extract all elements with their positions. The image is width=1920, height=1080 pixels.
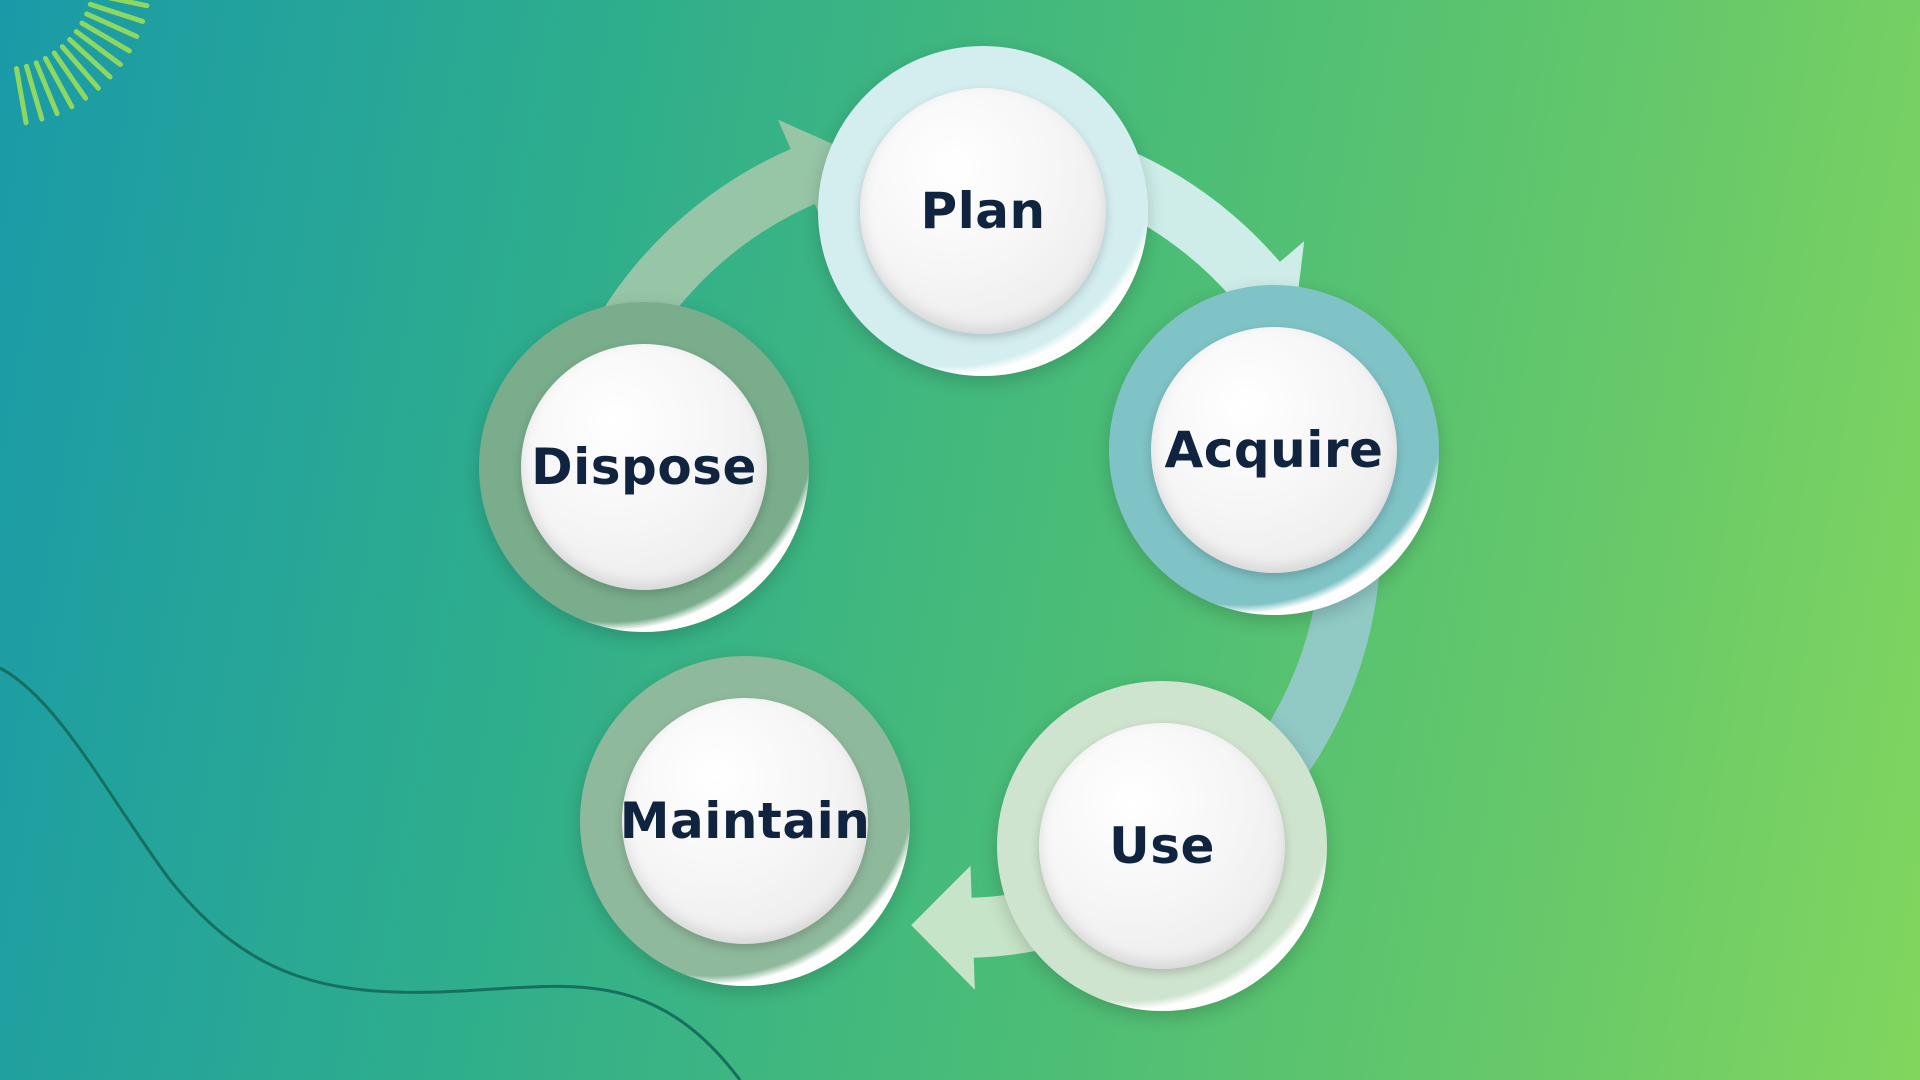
decor-wave-line — [0, 666, 742, 1080]
stage-dispose-disc: Dispose — [521, 344, 767, 590]
stage-use: Use — [997, 681, 1327, 1011]
decor-stripe — [59, 44, 101, 91]
decor-stripe — [73, 29, 123, 67]
stage-maintain-label: Maintain — [619, 792, 871, 850]
decor-stripe — [42, 55, 75, 110]
stage-use-label: Use — [1109, 817, 1215, 875]
stage-acquire: Acquire — [1109, 285, 1439, 615]
decor-stripe — [79, 20, 132, 54]
stage-plan-label: Plan — [920, 182, 1046, 240]
stage-dispose-label: Dispose — [531, 438, 757, 496]
decor-stripe — [87, 1, 146, 24]
decor-stripe — [51, 50, 89, 101]
stage-acquire-label: Acquire — [1164, 421, 1384, 479]
stage-maintain: Maintain — [580, 656, 910, 986]
stage-use-disc: Use — [1039, 723, 1285, 969]
stage-plan: Plan — [818, 46, 1148, 376]
stage-plan-disc: Plan — [860, 88, 1106, 334]
decor-stripe — [33, 60, 60, 117]
decor-stripe — [107, 0, 150, 9]
stage-acquire-disc: Acquire — [1151, 327, 1397, 573]
stage-dispose: Dispose — [479, 302, 809, 632]
decor-stripe — [67, 37, 113, 80]
decor-stripe — [13, 66, 29, 126]
decor-stripe — [24, 63, 45, 122]
stage-maintain-disc: Maintain — [619, 698, 871, 944]
decor-stripe — [84, 11, 140, 39]
